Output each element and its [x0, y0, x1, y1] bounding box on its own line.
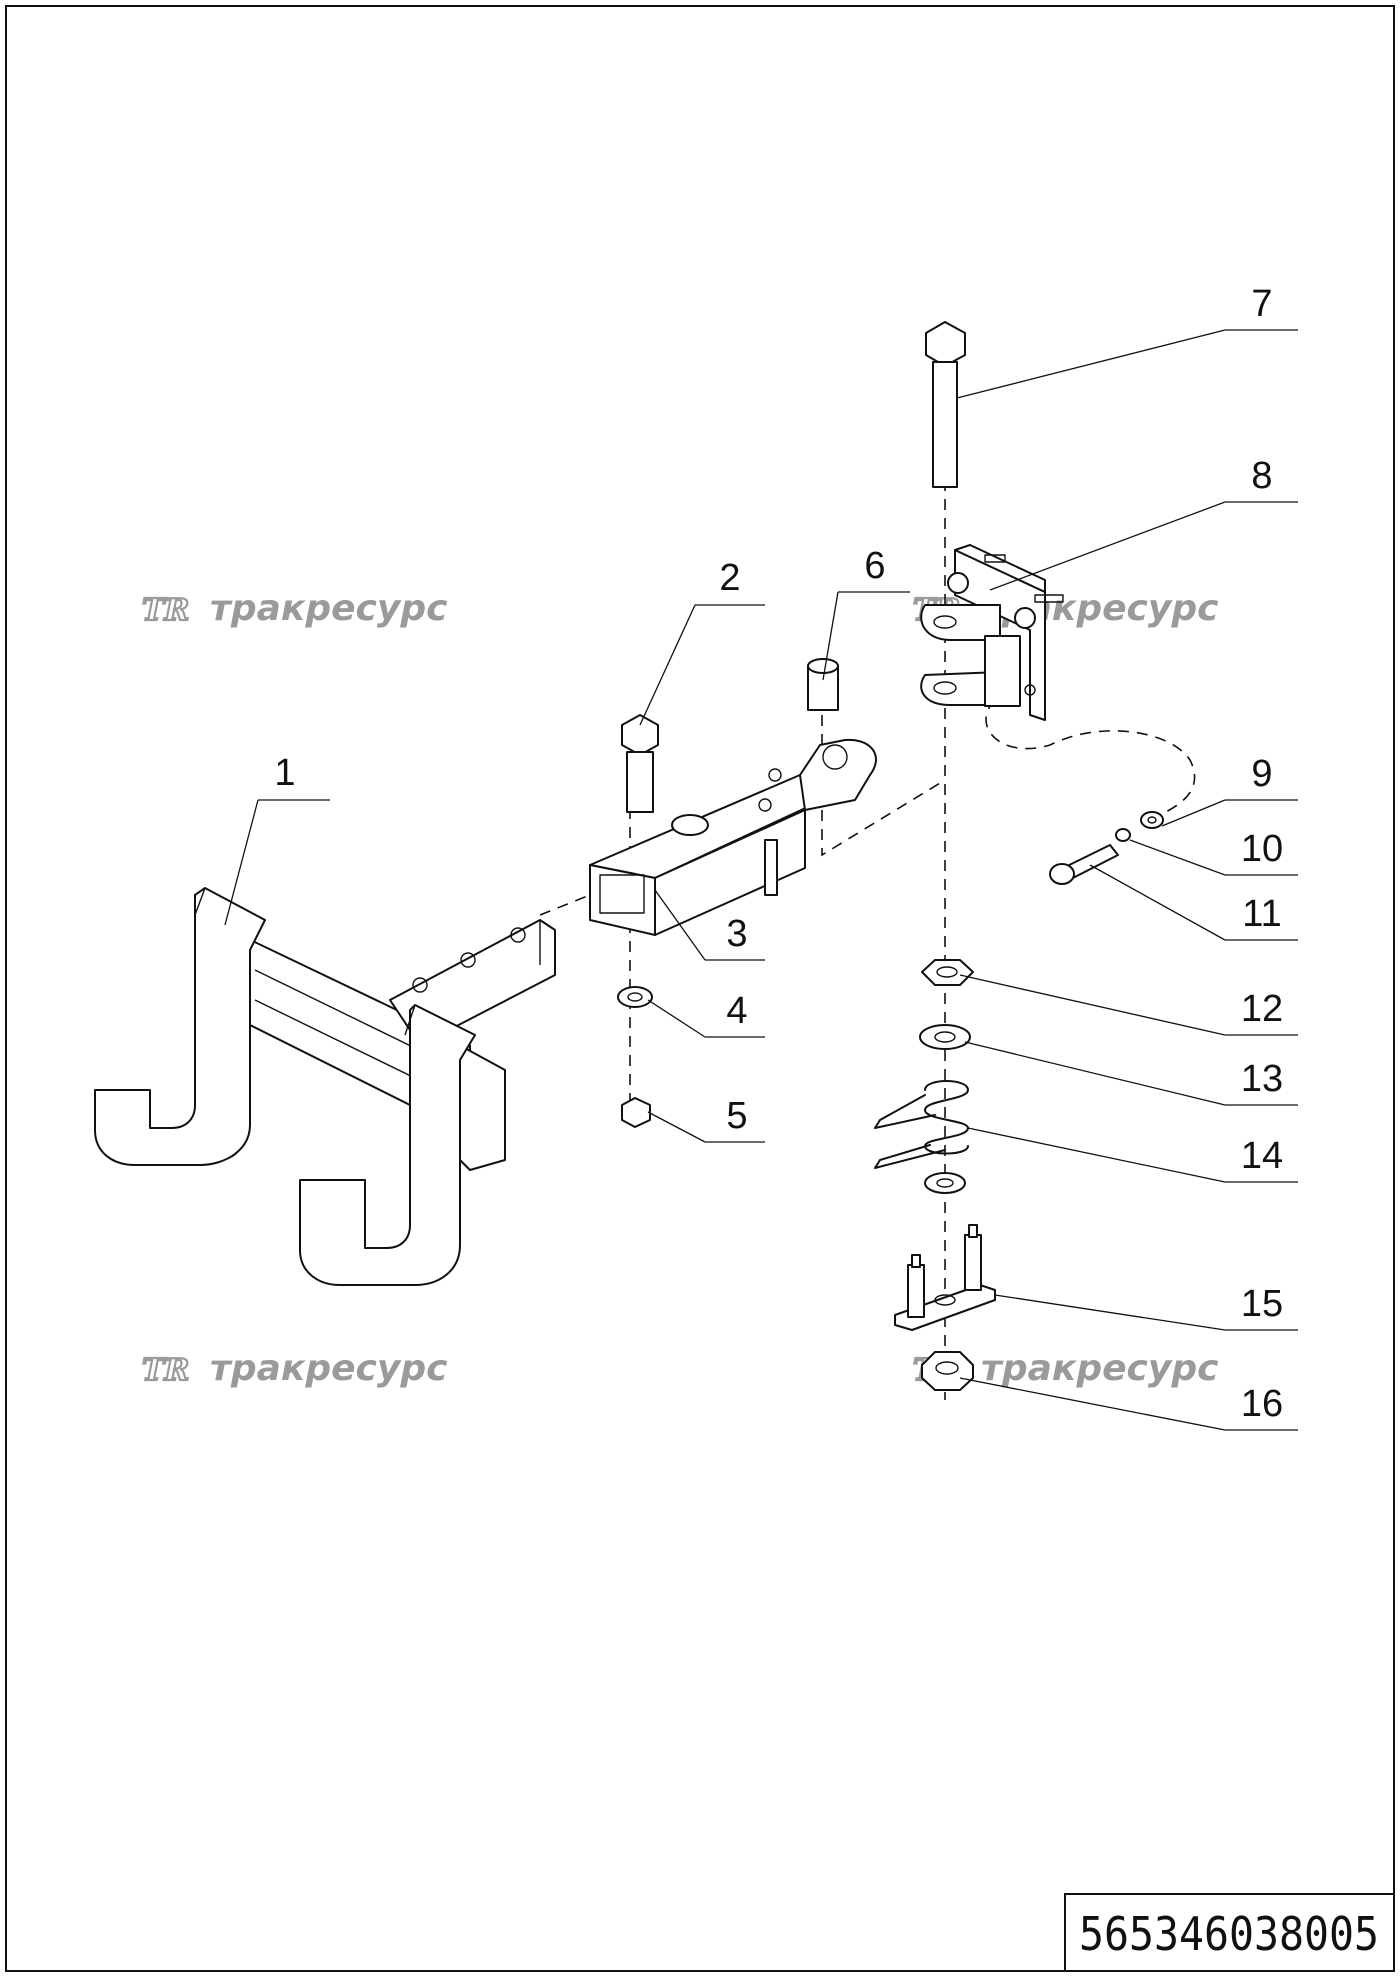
part-11-screw	[1049, 844, 1298, 941]
part-10-lock-washer	[1115, 828, 1298, 876]
part-1-bracket-frame	[94, 799, 556, 1286]
svg-text:тракресурс: тракресурс	[981, 1348, 1218, 1389]
part-7-long-bolt	[925, 321, 1298, 488]
part-6-bushing	[807, 591, 910, 711]
callout-13: 13	[1241, 1058, 1283, 1100]
title-block: 565346038005	[1064, 1893, 1395, 1972]
watermark-bottom-left: TR тракресурс	[141, 1348, 448, 1389]
svg-text:тракресурс: тракресурс	[210, 1348, 447, 1389]
drawing-frame	[5, 5, 1395, 1972]
part-15-pin-plate	[894, 1224, 1298, 1331]
part-8-hinge-bracket	[920, 501, 1298, 721]
callout-labels: 1 2 3 4 5 6 7 8 9 10 11 12 13 14 15 16	[274, 283, 1283, 1425]
svg-text:TR: TR	[142, 1353, 189, 1388]
callout-15: 15	[1241, 1283, 1283, 1325]
part-16-flange-nut	[921, 1351, 1298, 1431]
callout-16: 16	[1241, 1383, 1283, 1425]
callout-5: 5	[726, 1095, 747, 1137]
callout-12: 12	[1241, 988, 1283, 1030]
part-9-washer	[1140, 799, 1298, 829]
callout-3: 3	[726, 913, 747, 955]
part-14-torsion-spring	[874, 1080, 1298, 1194]
callout-7: 7	[1251, 283, 1272, 325]
callout-14: 14	[1241, 1135, 1283, 1177]
part-4-washer	[617, 986, 765, 1038]
part-12-hex-nut	[921, 959, 1298, 1036]
callout-4: 4	[726, 990, 747, 1032]
callout-6: 6	[864, 545, 885, 587]
callout-9: 9	[1251, 753, 1272, 795]
callout-8: 8	[1251, 455, 1272, 497]
part-3-tube-arm	[589, 738, 877, 961]
watermark-top-left: TR тракресурс	[141, 588, 448, 629]
part-5-nut	[621, 1097, 765, 1143]
drawing-code: 565346038005	[1079, 1907, 1379, 1961]
callout-11: 11	[1242, 893, 1281, 935]
part-2-bolt	[621, 604, 765, 813]
callout-10: 10	[1241, 828, 1283, 870]
callout-2: 2	[719, 557, 740, 599]
part-13-flat-washer	[919, 1024, 1298, 1106]
callout-1: 1	[274, 752, 295, 794]
svg-text:тракресурс: тракресурс	[210, 588, 447, 629]
svg-text:TR: TR	[142, 593, 189, 628]
